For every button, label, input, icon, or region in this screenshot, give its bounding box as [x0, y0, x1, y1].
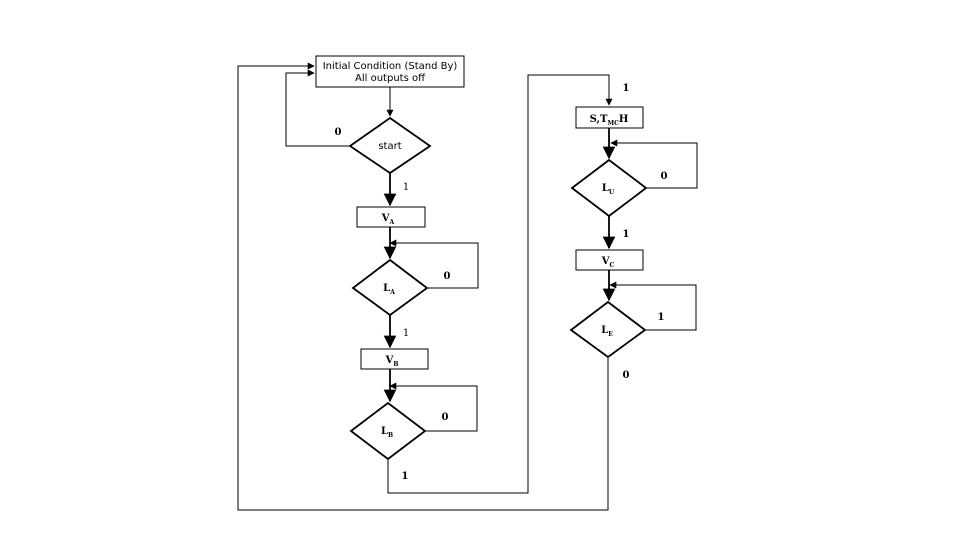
edge-lb-yes — [387, 74, 613, 494]
vc-label: VC — [601, 256, 615, 269]
start-decision-label: start — [378, 141, 401, 152]
vb-node — [360, 348, 429, 370]
va-node — [356, 206, 426, 228]
lu-label: LU — [602, 183, 615, 196]
lb-label: LB — [381, 426, 393, 439]
vb-label: VB — [385, 355, 399, 368]
la-yes-label: 1 — [403, 328, 409, 339]
le-yes-label: 1 — [658, 312, 665, 323]
la-no-label: 0 — [444, 271, 451, 282]
le-label: LE — [601, 325, 613, 338]
la-label: LA — [383, 283, 395, 296]
stmh-label: S,TMCH — [590, 114, 629, 127]
edge-le-no — [237, 62, 609, 511]
edge-le-yes — [609, 281, 697, 331]
edge-start-no — [285, 69, 350, 147]
lu-no-label: 0 — [661, 171, 668, 182]
edge-la-no — [389, 239, 479, 289]
lb-yes-label: 1 — [402, 471, 409, 482]
edge-lu-no — [610, 139, 698, 189]
start-no-label: 0 — [335, 127, 342, 138]
lb-no-label: 0 — [442, 412, 449, 423]
edge-lb-no — [389, 382, 478, 432]
lb-decision — [349, 401, 427, 461]
le-no-label: 0 — [623, 370, 630, 381]
to-stmh-label: 1 — [623, 83, 630, 94]
lu-decision — [570, 158, 648, 218]
lu-yes-label: 1 — [623, 229, 630, 240]
va-label: VA — [381, 213, 395, 226]
start-yes-label: 1 — [403, 182, 409, 193]
initial-condition-label-2: All outputs off — [355, 73, 426, 84]
initial-condition-label-1: Initial Condition (Stand By) — [323, 61, 458, 72]
initial-condition-node — [315, 55, 465, 88]
